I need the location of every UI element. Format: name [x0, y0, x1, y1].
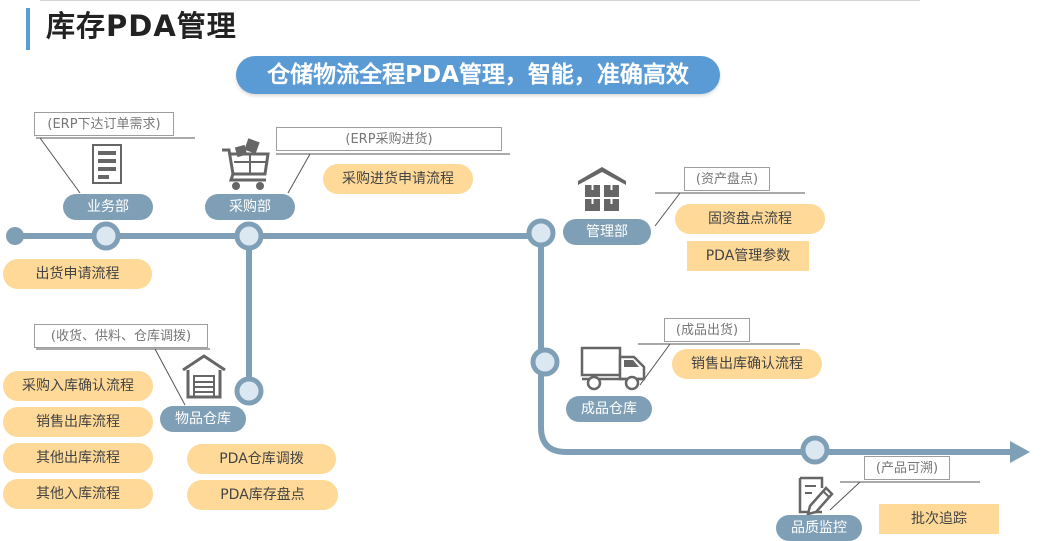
- title-accent-bar: [26, 8, 30, 50]
- dept-sales: 业务部: [63, 194, 153, 220]
- process-pda-transfer: PDA仓库调拨: [187, 444, 336, 474]
- process-shipping-request: 出货申请流程: [3, 259, 152, 289]
- dept-management: 管理部: [563, 219, 651, 245]
- connector-erp-order: [36, 137, 195, 194]
- process-purchase-in-confirm: 采购入库确认流程: [3, 371, 153, 401]
- dept-quality: 品质监控: [776, 515, 862, 541]
- note-finished-out: (成品出货): [664, 318, 750, 342]
- flow-nodes: [91, 218, 830, 465]
- truck-icon: [580, 346, 646, 391]
- process-sales-out: 销售出库流程: [3, 407, 153, 437]
- process-other-out: 其他出库流程: [3, 443, 153, 473]
- process-pda-stocktake: PDA库存盘点: [187, 480, 338, 510]
- node-finished: [530, 347, 560, 377]
- connector-erp-purchase: [276, 153, 510, 194]
- node-quality: [800, 435, 830, 465]
- node-management: [526, 218, 556, 248]
- warehouse-icon: [182, 354, 226, 399]
- flow-start-dot: [6, 227, 24, 245]
- slogan-banner: 仓储物流全程PDA管理，智能，准确高效: [236, 56, 720, 94]
- note-erp-purchase: (ERP采购进货): [276, 127, 502, 151]
- callout-connectors: [36, 137, 980, 511]
- process-other-in: 其他入库流程: [3, 479, 153, 509]
- boxes-icon: [578, 167, 626, 211]
- process-sales-out-confirm: 销售出库确认流程: [672, 349, 822, 379]
- connector-traceable: [829, 481, 980, 511]
- dept-finished: 成品仓库: [566, 396, 652, 422]
- node-purchase: [234, 221, 264, 251]
- top-divider: [40, 0, 920, 1]
- note-receiving: (收货、供料、仓库调拨): [34, 324, 208, 348]
- connector-receiving: [36, 348, 210, 406]
- page-title: 库存PDA管理: [46, 9, 237, 43]
- note-erp-order: (ERP下达订单需求): [34, 112, 174, 136]
- process-pda-params: PDA管理参数: [687, 241, 809, 271]
- process-batch-trace: 批次追踪: [879, 504, 999, 534]
- note-traceable: (产品可溯): [864, 456, 950, 480]
- process-fixed-asset-check: 固资盘点流程: [675, 204, 825, 234]
- shopping-cart-icon: [222, 138, 270, 190]
- document-icon: [92, 144, 122, 184]
- process-purchase-request: 采购进货申请流程: [323, 164, 473, 194]
- finished-branch-line: [538, 236, 1012, 455]
- dept-purchase: 采购部: [205, 194, 295, 220]
- quality-check-icon: [798, 476, 834, 516]
- note-asset-check: (资产盘点): [684, 167, 770, 191]
- dept-warehouse: 物品仓库: [160, 406, 246, 432]
- node-sales: [91, 221, 121, 251]
- connector-asset-check: [654, 192, 805, 227]
- flow-arrow-head: [1010, 441, 1030, 463]
- node-warehouse: [234, 376, 264, 406]
